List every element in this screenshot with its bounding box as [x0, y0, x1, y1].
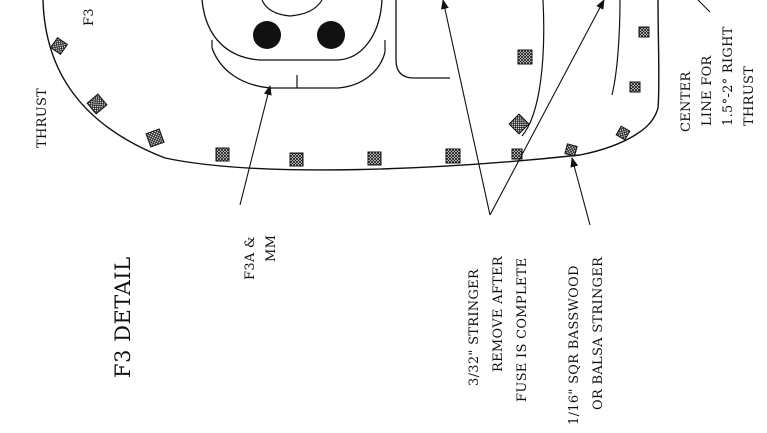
stringer-square	[289, 152, 304, 167]
stringer-squares	[49, 26, 650, 167]
label-center-line1: CENTER	[679, 71, 694, 132]
stringer-square	[445, 148, 461, 164]
label-f3-partial: F3	[82, 8, 97, 26]
label-basswood-line1: 1/16" SQR BASSWOOD	[567, 265, 582, 425]
former-outline	[42, 0, 660, 171]
stringer-square	[367, 151, 382, 166]
stringer-square	[638, 26, 650, 38]
label-center-line2: LINE FOR	[700, 54, 715, 126]
label-f3-detail: F3 DETAIL	[111, 256, 135, 378]
stringer-square	[508, 113, 530, 135]
inner-outline-right	[611, 0, 621, 96]
stringer-square	[86, 93, 108, 115]
label-center-line4: THRUST	[742, 66, 757, 126]
inner-outline	[521, 0, 545, 137]
stringer-square	[215, 147, 230, 162]
mount-hole-right	[317, 21, 345, 49]
stringer-square	[145, 128, 165, 148]
label-f3a-line1: F3A &	[243, 236, 258, 280]
leader-basswood	[570, 157, 591, 226]
stringer-square	[629, 81, 641, 93]
stringer-square	[49, 36, 69, 56]
former-notch	[395, 0, 450, 79]
leader-f3a	[239, 85, 272, 206]
label-stringer-line2: REMOVE AFTER	[491, 255, 506, 372]
stringer-square	[517, 49, 533, 65]
label-f3a-line2: MM	[264, 235, 279, 262]
leader-centerline	[697, 0, 711, 13]
label-thrust-left: THRUST	[35, 88, 50, 148]
engine-mount	[201, 0, 386, 89]
label-center-line3: 1.5°-2° RIGHT	[721, 26, 736, 126]
label-stringer-line3: FUSE IS COMPLETE	[515, 258, 530, 402]
stringer-square	[615, 125, 631, 141]
stringer-square	[564, 143, 578, 157]
leader-stringer-b	[489, 0, 605, 216]
mount-hole-left	[253, 21, 281, 49]
label-stringer-line1: 3/32" STRINGER	[467, 268, 482, 386]
label-basswood-line2: OR BALSA STRINGER	[591, 256, 606, 410]
leader-stringer-a	[441, 0, 491, 216]
